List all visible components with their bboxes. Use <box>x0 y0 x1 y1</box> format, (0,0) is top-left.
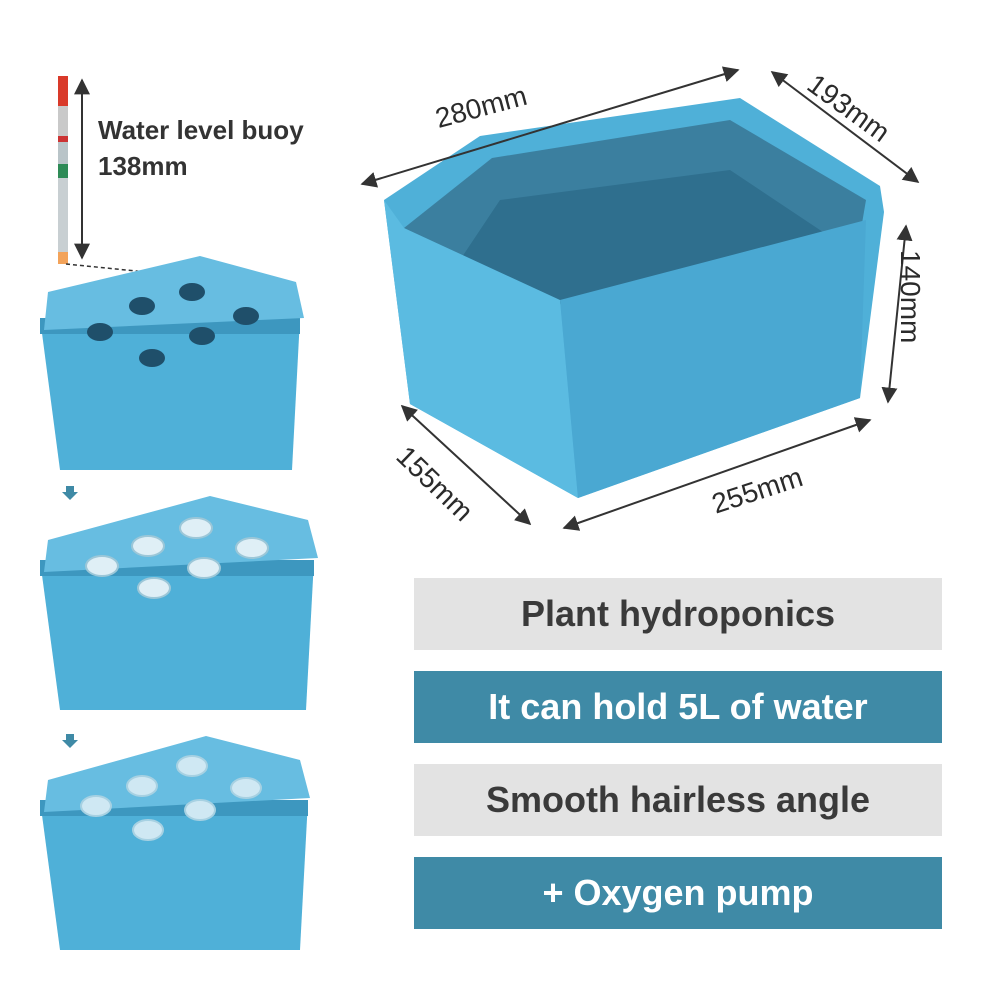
dim-arrow-155 <box>400 404 532 526</box>
down-arrow-icon <box>62 486 78 500</box>
buoy-label: Water level buoy 138mm <box>98 112 304 184</box>
box-with-lid <box>40 256 304 470</box>
feature-smooth-angle: Smooth hairless angle <box>414 764 942 836</box>
feature-hold-water: It can hold 5L of water <box>414 671 942 743</box>
dim-label-140: 140mm <box>895 250 926 344</box>
down-arrow-icon <box>62 734 78 748</box>
buoy-label-line2: 138mm <box>98 151 188 181</box>
buoy-leader-line <box>65 263 207 279</box>
feature-oxygen-pump: + Oxygen pump <box>414 857 942 929</box>
box-with-net-cups <box>40 496 318 710</box>
dim-arrow-193 <box>770 71 920 183</box>
water-level-buoy <box>58 76 68 264</box>
dim-arrow-280 <box>360 66 740 188</box>
buoy-label-line1: Water level buoy <box>98 115 304 145</box>
dim-arrow-255 <box>562 417 872 531</box>
box-with-sponges <box>40 736 310 950</box>
large-container <box>384 98 884 498</box>
feature-plant-hydroponics: Plant hydroponics <box>414 578 942 650</box>
dim-arrow-140 <box>881 224 913 404</box>
